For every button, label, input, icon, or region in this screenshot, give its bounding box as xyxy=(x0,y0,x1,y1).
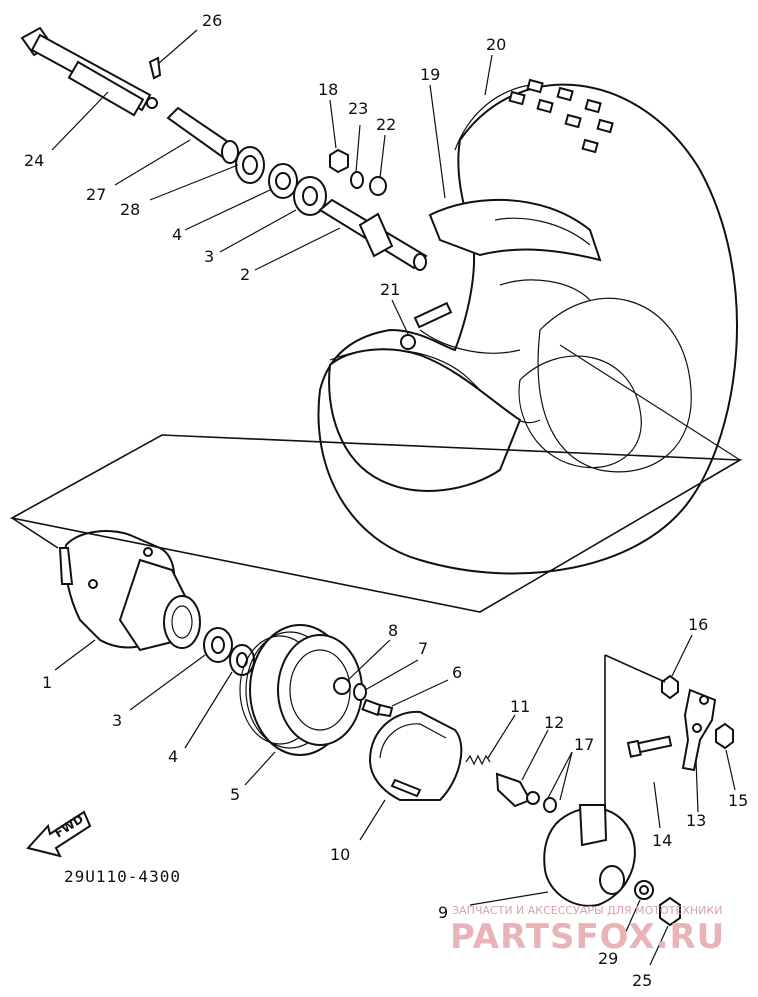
callout-numbers: 26 20 18 19 23 22 24 27 28 4 3 2 21 1 8 … xyxy=(24,11,748,990)
callout-15: 15 xyxy=(728,791,748,810)
valve-stem xyxy=(400,301,453,350)
brake-arm xyxy=(681,688,717,772)
bearing-3-bottom xyxy=(203,627,233,663)
reference-lines xyxy=(9,344,743,810)
callout-18: 18 xyxy=(318,80,338,99)
callout-26: 26 xyxy=(202,11,222,30)
o-ring-17 xyxy=(543,797,557,813)
callout-5: 5 xyxy=(230,785,240,804)
callout-4-top: 4 xyxy=(172,225,182,244)
callout-19: 19 xyxy=(420,65,440,84)
callout-4-bottom: 4 xyxy=(168,747,178,766)
bolt-14 xyxy=(626,735,673,758)
callout-28: 28 xyxy=(120,200,140,219)
tread-blocks xyxy=(508,78,614,154)
callout-13: 13 xyxy=(686,811,706,830)
nut-18 xyxy=(329,148,349,174)
callout-9: 9 xyxy=(438,903,448,922)
bearing-4-top xyxy=(268,163,298,199)
callout-25: 25 xyxy=(632,971,652,990)
callout-2: 2 xyxy=(240,265,250,284)
callout-7: 7 xyxy=(418,639,428,658)
callout-21: 21 xyxy=(380,280,400,299)
washer-29 xyxy=(634,880,654,900)
callout-29: 29 xyxy=(598,949,618,968)
callout-6: 6 xyxy=(452,663,462,682)
callout-14: 14 xyxy=(652,831,672,850)
spacer xyxy=(318,198,428,271)
callout-12: 12 xyxy=(544,713,564,732)
drawing-code: 29U110-4300 xyxy=(64,867,181,886)
callout-8: 8 xyxy=(388,621,398,640)
callout-1: 1 xyxy=(42,673,52,692)
watermark-tagline: ЗАПЧАСТИ И АКСЕССУАРЫ ДЛЯ МОТОТЕХНИКИ xyxy=(452,904,722,917)
spring xyxy=(465,754,491,766)
forward-arrow: FWD xyxy=(26,810,92,858)
axle xyxy=(20,26,158,117)
nut-25 xyxy=(659,896,681,927)
oil-seal-28 xyxy=(235,146,265,184)
tire-assembly xyxy=(317,78,738,575)
callout-3-top: 3 xyxy=(204,247,214,266)
brake-backing-plate xyxy=(543,804,636,907)
watermark: ЗАПЧАСТИ И АКСЕССУАРЫ ДЛЯ МОТОТЕХНИКИ PA… xyxy=(450,904,725,957)
nut-15 xyxy=(715,722,734,750)
nut-22 xyxy=(369,176,387,196)
leader-lines xyxy=(51,29,736,966)
nut-16 xyxy=(661,674,679,700)
callout-23: 23 xyxy=(348,99,368,118)
camshaft xyxy=(495,772,540,808)
collar xyxy=(166,106,239,164)
washer-23 xyxy=(350,171,364,189)
callout-27: 27 xyxy=(86,185,106,204)
callout-16: 16 xyxy=(688,615,708,634)
callout-24: 24 xyxy=(24,151,44,170)
brake-drum xyxy=(239,624,363,756)
callout-10: 10 xyxy=(330,845,350,864)
callout-22: 22 xyxy=(376,115,396,134)
cotter-pin xyxy=(148,56,162,80)
washer-7 xyxy=(353,683,367,701)
watermark-brand: PARTSFOX.RU xyxy=(450,917,725,957)
hub xyxy=(58,530,201,652)
callout-20: 20 xyxy=(486,35,506,54)
callout-3-bottom: 3 xyxy=(112,711,122,730)
bearing-3-top xyxy=(293,176,327,216)
bolt-6 xyxy=(361,698,394,718)
callout-11: 11 xyxy=(510,697,530,716)
brake-shoe xyxy=(368,710,463,801)
callout-17: 17 xyxy=(574,735,594,754)
